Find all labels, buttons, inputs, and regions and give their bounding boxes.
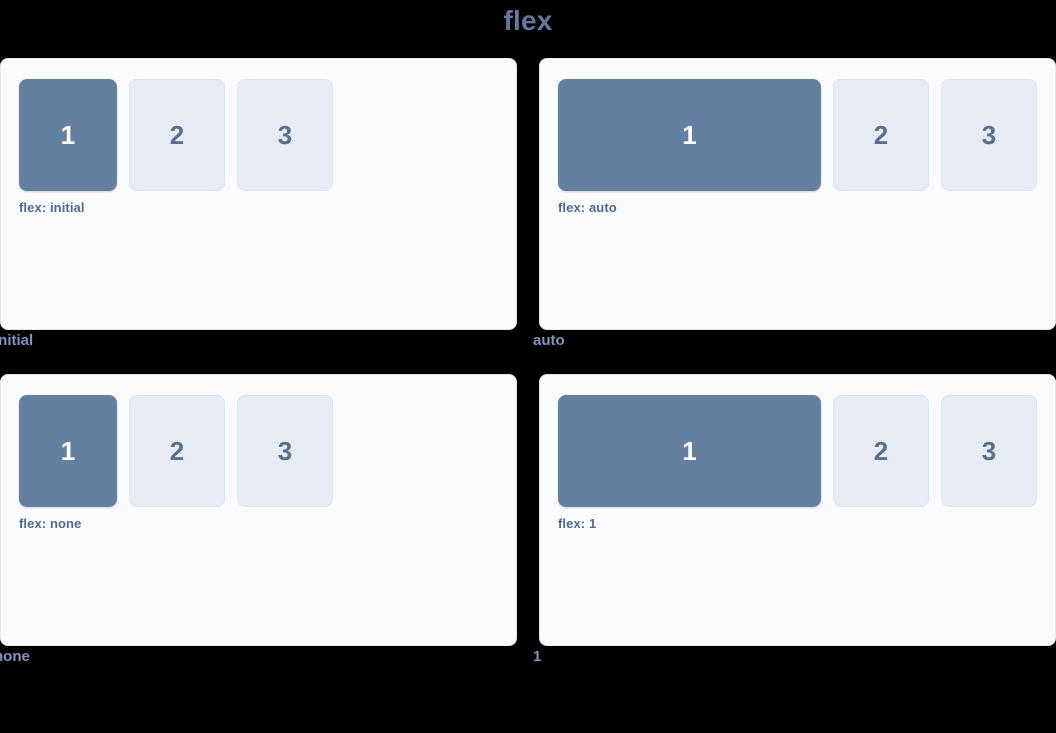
panel-caption-one: 1: [533, 648, 542, 665]
demo-cell-none: 1 2 3 flex: none none: [0, 374, 517, 665]
demo-panel-one: 1 2 3 flex: 1: [539, 374, 1056, 646]
flex-container-initial: 1 2 3: [19, 79, 498, 191]
flex-item-3: 3: [941, 395, 1037, 507]
flex-container-auto: 1 2 3: [558, 79, 1037, 191]
flex-item-2: 2: [833, 79, 929, 191]
flex-item-3: 3: [237, 395, 333, 507]
flex-item-3: 3: [941, 79, 1037, 191]
demo-cell-initial: 1 2 3 flex: initial initial: [0, 58, 517, 349]
flex-item-3: 3: [237, 79, 333, 191]
panel-note: flex: none: [19, 516, 82, 531]
demo-panel-none: 1 2 3 flex: none: [0, 374, 517, 646]
panel-caption-initial: initial: [0, 332, 34, 349]
flex-item-2: 2: [129, 395, 225, 507]
panel-grid: 1 2 3 flex: initial initial 1 2 3 flex: …: [0, 58, 1056, 665]
panel-note: flex: initial: [19, 200, 85, 215]
panel-note: flex: auto: [558, 200, 617, 215]
panel-note: flex: 1: [558, 516, 597, 531]
demo-cell-auto: 1 2 3 flex: auto auto: [533, 58, 1056, 349]
flex-item-2: 2: [833, 395, 929, 507]
flex-item-1: 1: [19, 395, 117, 507]
demo-cell-one: 1 2 3 flex: 1 1: [533, 374, 1056, 665]
flex-item-1: 1: [19, 79, 117, 191]
panel-caption-none: none: [0, 648, 30, 665]
flex-container-none: 1 2 3: [19, 395, 498, 507]
demo-panel-initial: 1 2 3 flex: initial: [0, 58, 517, 330]
flex-container-one: 1 2 3: [558, 395, 1037, 507]
panel-caption-auto: auto: [533, 332, 565, 349]
flex-item-1: 1: [558, 79, 821, 191]
page-title: flex: [503, 5, 553, 36]
flex-item-2: 2: [129, 79, 225, 191]
demo-panel-auto: 1 2 3 flex: auto: [539, 58, 1056, 330]
flex-item-1: 1: [558, 395, 821, 507]
